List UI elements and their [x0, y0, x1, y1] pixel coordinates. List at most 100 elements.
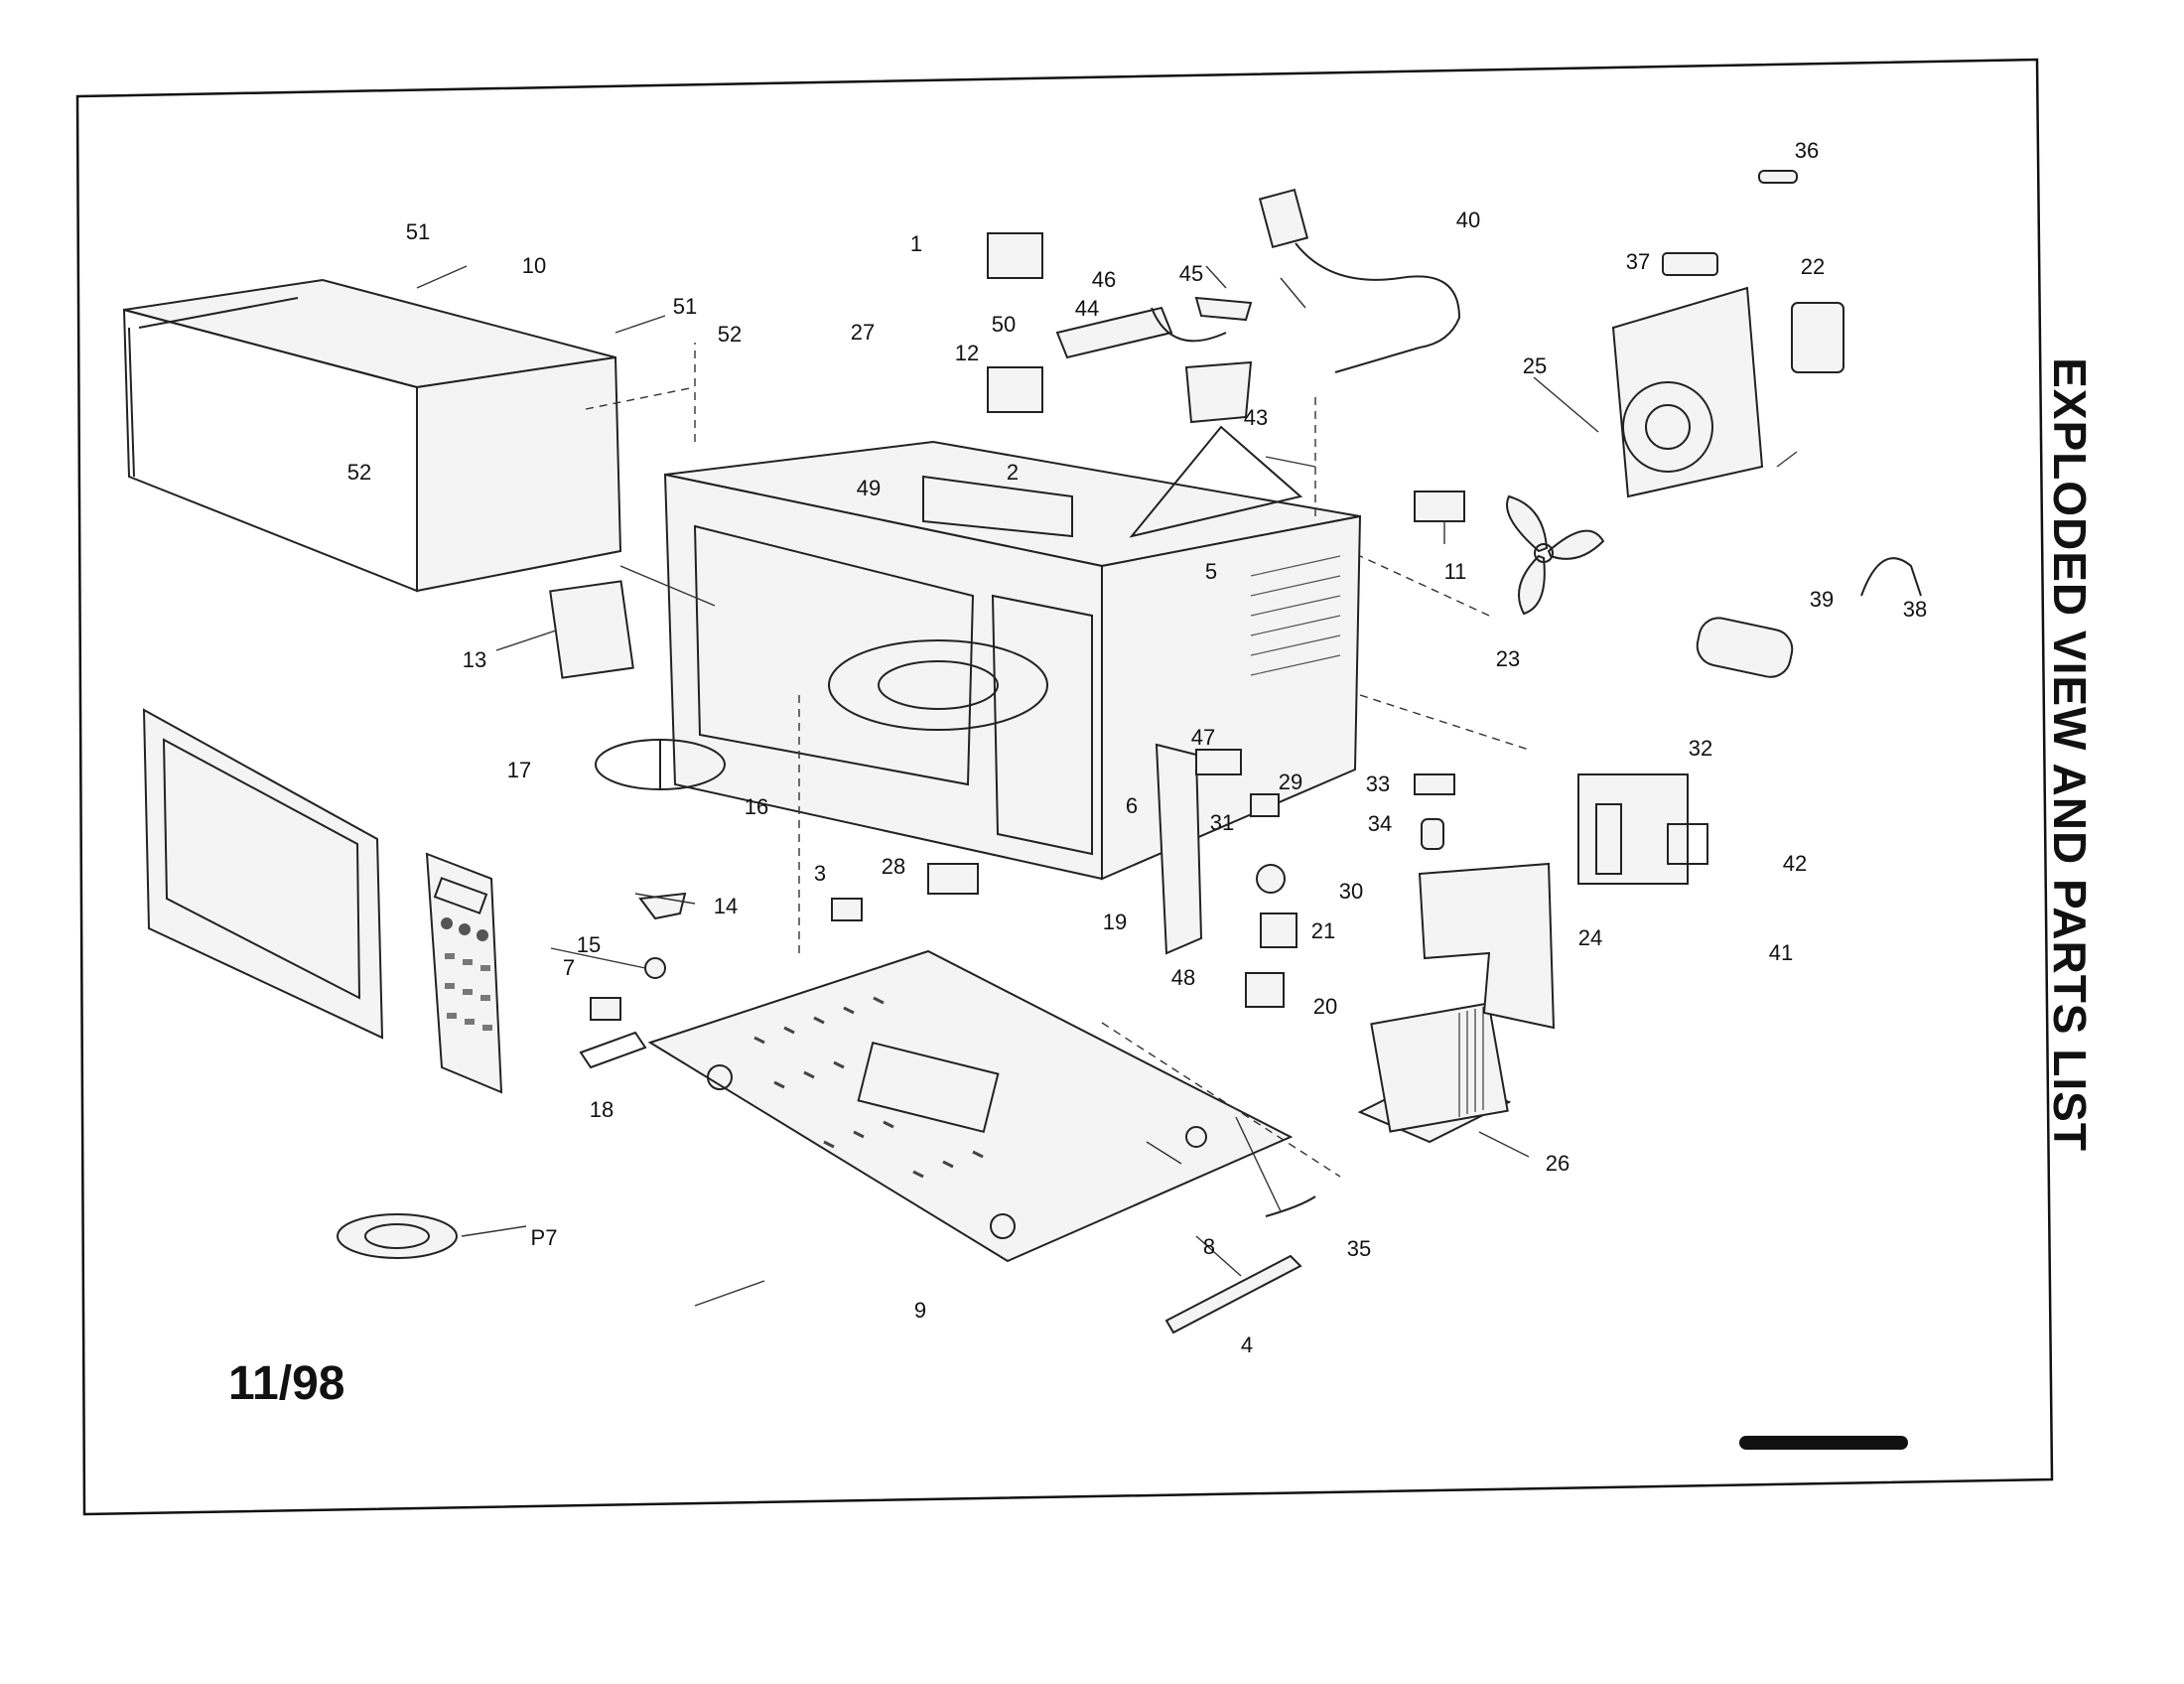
callout-26: 26 — [1545, 1151, 1570, 1176]
callout-32: 32 — [1688, 736, 1713, 761]
callout-34: 34 — [1367, 811, 1393, 836]
callout-24: 24 — [1577, 925, 1603, 950]
callout-48: 48 — [1170, 965, 1196, 990]
callout-30: 30 — [1338, 879, 1364, 904]
callout-50: 50 — [991, 312, 1017, 337]
callout-23: 23 — [1495, 646, 1521, 671]
part-47 — [1195, 749, 1242, 775]
callout-25: 25 — [1522, 353, 1548, 378]
callout-18: 18 — [589, 1097, 614, 1122]
turntable-tray-part — [337, 1213, 458, 1259]
callout-13: 13 — [462, 647, 487, 672]
lamp-part-34 — [1421, 818, 1444, 850]
callout-52b: 52 — [346, 460, 372, 485]
bracket-part-18 — [579, 1031, 647, 1069]
callout-35: 35 — [1346, 1236, 1372, 1261]
callout-1: 1 — [909, 231, 923, 256]
callout-27: 27 — [850, 320, 876, 345]
switch-part-21 — [1260, 912, 1297, 948]
power-cord-part — [1258, 188, 1461, 373]
callout-4: 4 — [1240, 1333, 1254, 1357]
wire-part-35 — [1265, 1195, 1316, 1217]
thermostat-part-30 — [1256, 864, 1286, 894]
callout-12: 12 — [954, 341, 980, 365]
callout-10: 10 — [521, 253, 547, 278]
transformer-part — [1357, 1002, 1512, 1144]
callout-52a: 52 — [717, 322, 743, 347]
label-part-50 — [987, 366, 1043, 413]
callout-20: 20 — [1312, 994, 1338, 1019]
fuse-part — [1758, 170, 1798, 184]
callout-14: 14 — [713, 894, 739, 918]
callout-44: 44 — [1074, 296, 1100, 321]
callout-8: 8 — [1202, 1234, 1216, 1259]
callout-9: 9 — [913, 1298, 927, 1323]
callout-43: 43 — [1243, 405, 1269, 430]
callout-19: 19 — [1102, 910, 1128, 934]
redaction-bar — [1739, 1436, 1908, 1450]
switch-part-20 — [1245, 972, 1285, 1008]
callout-3: 3 — [813, 861, 827, 886]
turntable-motor-part — [927, 863, 979, 895]
magnetron-part — [1577, 773, 1708, 885]
callout-31: 31 — [1209, 810, 1235, 835]
callout-5: 5 — [1204, 559, 1218, 584]
callout-22: 22 — [1800, 254, 1826, 279]
part-33 — [1414, 773, 1455, 795]
callout-6: 6 — [1125, 793, 1139, 818]
callout-41: 41 — [1768, 940, 1794, 965]
outer-case-part — [122, 278, 622, 593]
callout-2: 2 — [1006, 460, 1020, 485]
door-part — [142, 708, 384, 1040]
callout-16: 16 — [744, 794, 769, 819]
label-part-1 — [987, 232, 1043, 279]
latch-board-part — [1155, 743, 1203, 955]
callout-21: 21 — [1310, 918, 1336, 943]
callout-46: 46 — [1091, 267, 1117, 292]
callout-28: 28 — [881, 854, 906, 879]
callout-40: 40 — [1455, 208, 1481, 232]
callout-51b: 51 — [672, 294, 698, 319]
callout-7: 7 — [562, 955, 576, 980]
control-panel-part — [425, 852, 503, 1094]
callout-37: 37 — [1625, 249, 1651, 274]
callout-45: 45 — [1178, 261, 1204, 286]
foot-part-3 — [831, 898, 863, 921]
callout-49: 49 — [856, 476, 882, 500]
sensor-part-45 — [1194, 296, 1253, 322]
base-plate-part — [647, 949, 1294, 1263]
callout-17: 17 — [506, 758, 532, 782]
foot-part-7 — [590, 997, 621, 1021]
roller-part — [644, 957, 666, 979]
callout-47: 47 — [1190, 725, 1216, 750]
callout-42: 42 — [1782, 851, 1808, 876]
callout-15: 15 — [576, 932, 602, 957]
callout-38: 38 — [1902, 597, 1928, 622]
assembly-lines — [585, 343, 1530, 1178]
date-code: 11/98 — [228, 1357, 345, 1410]
callout-11: 11 — [1443, 559, 1467, 584]
air-guide-part — [1418, 862, 1556, 1030]
callout-33: 33 — [1365, 772, 1391, 796]
fuse-holder-part — [1662, 252, 1718, 276]
bracket-part-43 — [1184, 360, 1253, 424]
terminal-block-part — [1414, 491, 1465, 522]
bracket-part-44 — [1055, 306, 1173, 359]
capacitor-part — [1696, 617, 1794, 678]
leader-lines — [416, 265, 1798, 1307]
callout-29: 29 — [1278, 770, 1303, 794]
callout-39: 39 — [1809, 587, 1835, 612]
callout-p7: P7 — [530, 1225, 558, 1250]
part-29 — [1250, 793, 1280, 817]
coupler-part — [638, 892, 687, 920]
waveguide-cover-part — [549, 580, 634, 679]
capacitor-clamp-part — [1860, 557, 1922, 597]
trim-strip-part — [1164, 1254, 1302, 1334]
page-border — [75, 58, 2054, 1516]
callout-51a: 51 — [405, 219, 431, 244]
side-title: EXPLODED VIEW AND PARTS LIST — [2044, 357, 2096, 1152]
fan-bracket-part — [1611, 286, 1844, 498]
fan-blade-part — [1506, 494, 1605, 616]
